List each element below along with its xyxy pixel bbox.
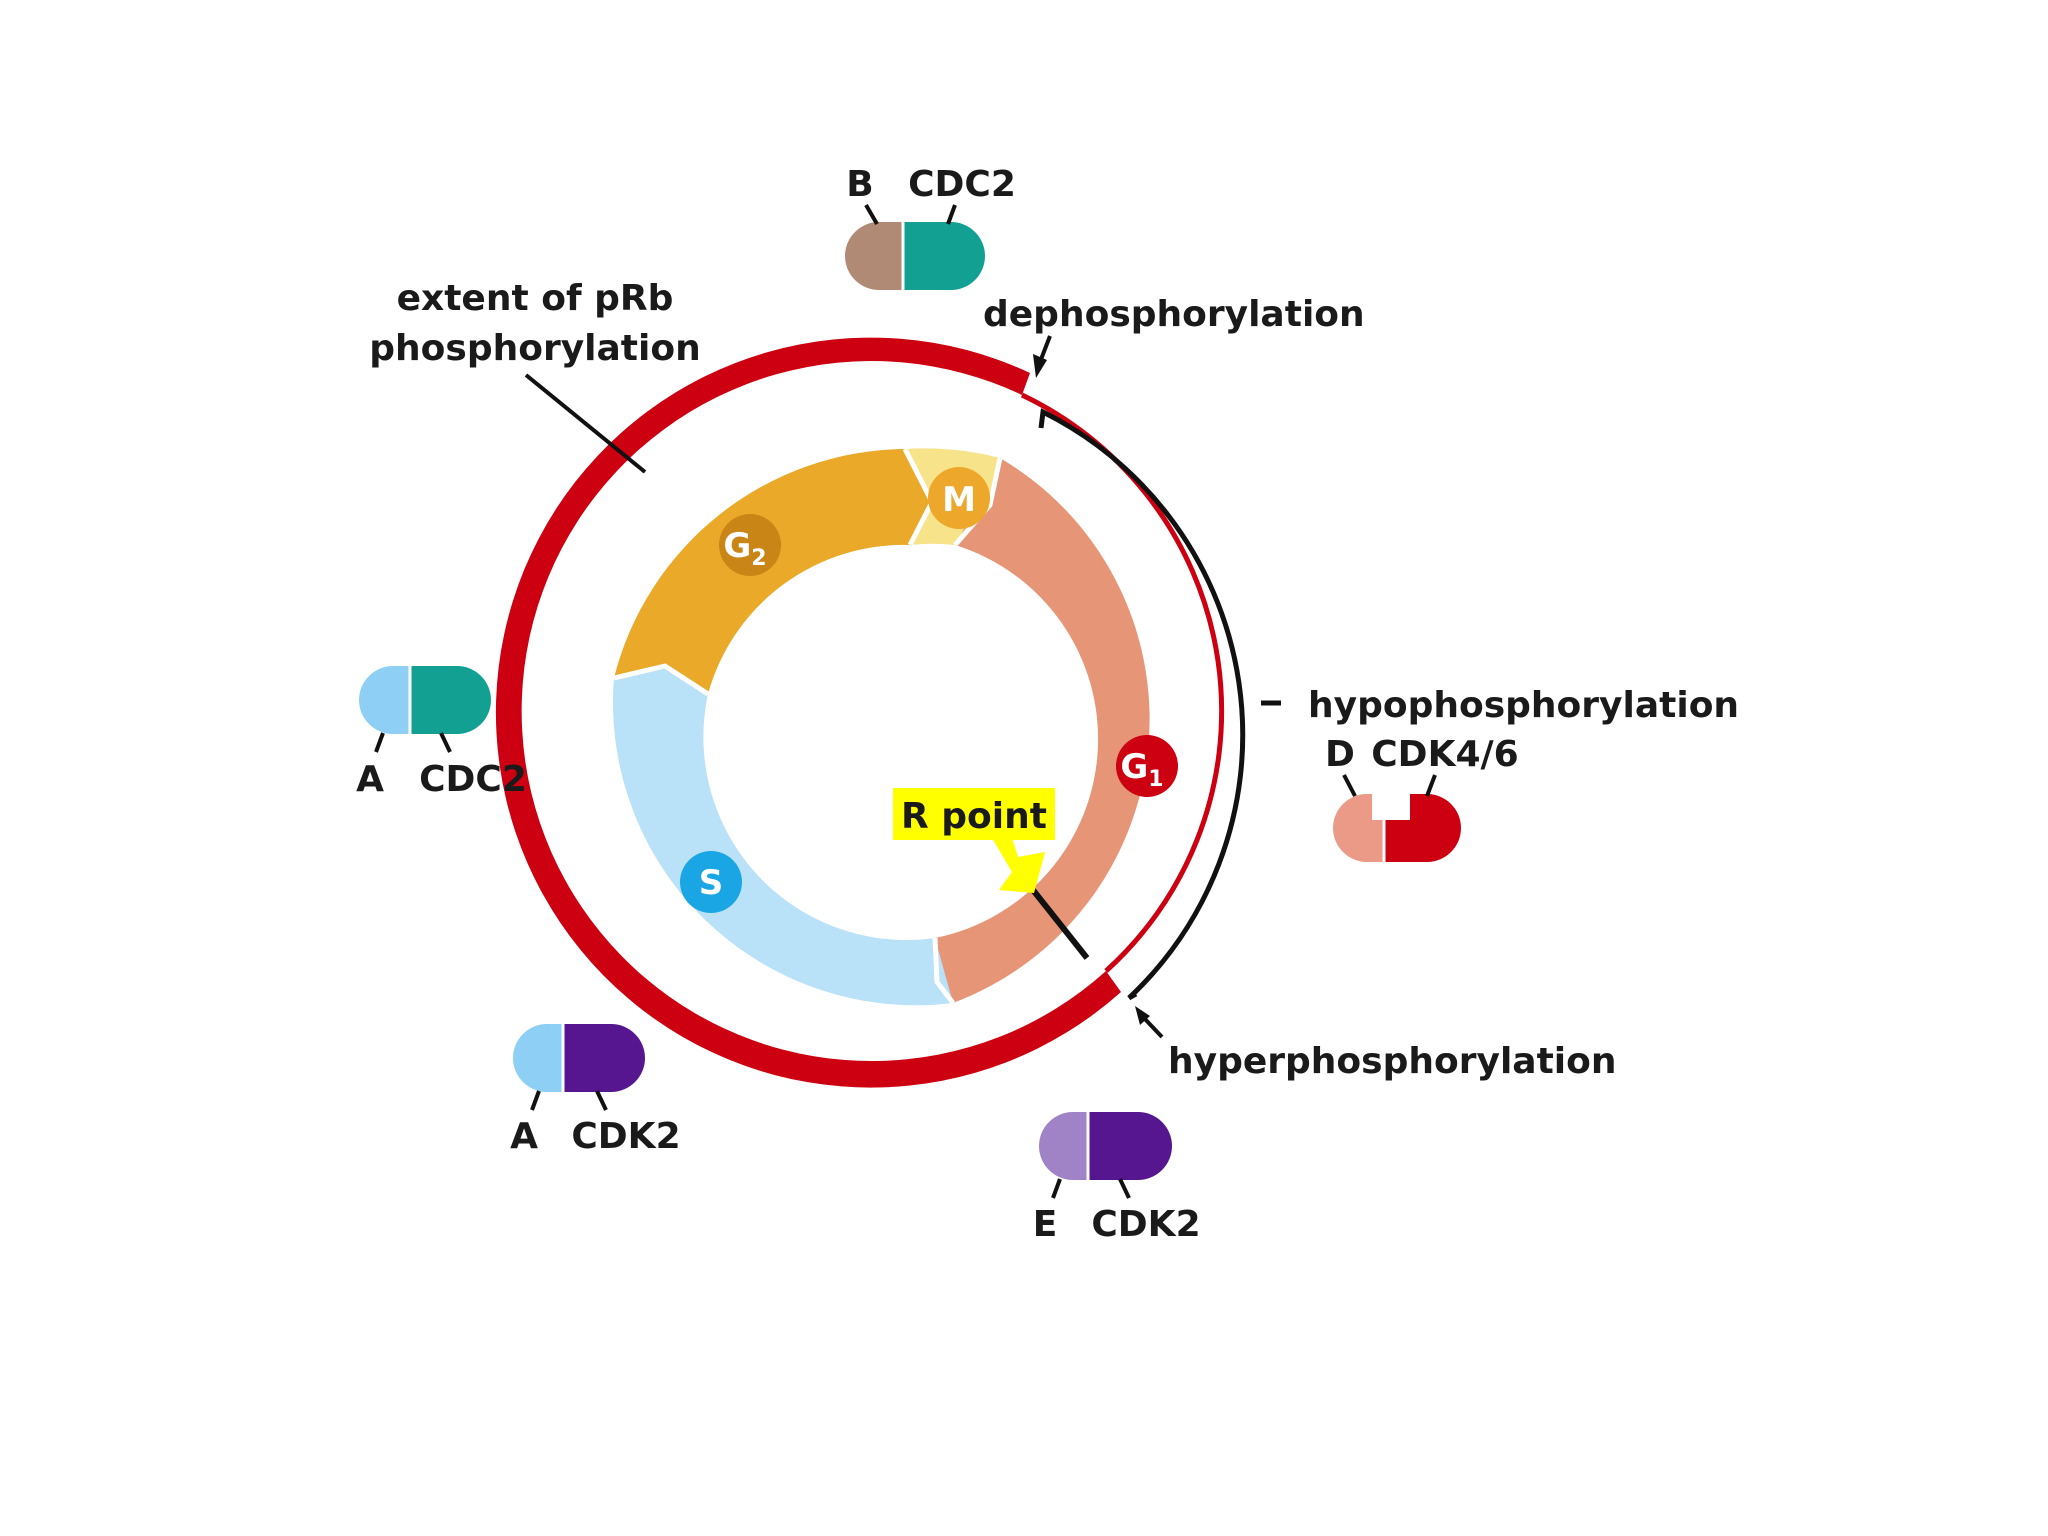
dephosphorylation-label: dephosphorylation [983,294,1365,335]
phase-m-badge [928,467,990,529]
cdk2-pointer [1118,1178,1131,1199]
cdc2-top-label: CDC2 [908,164,1016,205]
complex-d-cdk46: D CDK4/6 [1325,734,1519,862]
cyclin-e-pointer [1051,1178,1062,1199]
cyclin-a-bottom-label: A [510,1116,538,1157]
cyclin-e-label: E [1033,1204,1058,1245]
cdc2-half [903,222,985,290]
dephosphorylation-arrow-shaft [1038,335,1052,363]
complex-e-cdk2: E CDK2 [1033,1112,1201,1245]
phase-s-segment [613,666,953,1006]
cyclin-d-half [1333,794,1384,862]
cdk2-half [563,1024,645,1092]
phase-divider-s-g2 [613,663,710,697]
cyclin-a-half [513,1024,563,1092]
phase-g2-label: G2 [723,526,766,571]
r-point-arrow [992,838,1045,893]
cyclin-a-half [359,666,410,734]
phase-g1-label: G1 [1120,747,1163,792]
phase-g1-badge [1116,735,1178,797]
cyclin-b-pointer [864,203,879,226]
phase-g2-badge [719,514,781,576]
cdk46-half [1384,794,1461,862]
hyperphosphorylation-label: hyperphosphorylation [1168,1041,1617,1082]
dephosphorylation-arrow-head [1033,354,1047,378]
phase-g1-segment [935,458,1150,1003]
prb-phosphorylation-thick-arc [495,337,1122,1088]
extent-label-line1: extent of pRb [397,278,674,319]
complex-a-cdk2: A CDK2 [510,1024,681,1157]
phase-s-label: S [699,863,724,903]
r-point-marker-line [1030,888,1090,960]
cdc2-left-label: CDC2 [419,759,527,800]
extent-label-line2: phosphorylation [369,328,700,369]
hypophosphorylation-bracket [1038,408,1246,1001]
phase-divider-m-g1 [953,457,1003,547]
phase-g2-segment [614,449,932,694]
complex-a-cdc2: A CDC2 [356,666,527,800]
cyclin-a-pointer [530,1090,541,1111]
cyclin-a-label: A [356,759,384,800]
phase-divider-g1-s [932,937,955,1005]
hyperphosphorylation-arrow-head [1135,1006,1150,1025]
r-point-label: R point [901,796,1047,837]
cyclin-d-pointer [1342,774,1357,797]
cdk46-label: CDK4/6 [1371,734,1518,775]
phase-s-badge [680,851,742,913]
cyclin-a-pointer [374,732,385,753]
cdk46-pointer [1425,774,1437,797]
cdk2-half [1088,1112,1172,1180]
cyclin-d-label: D [1325,734,1355,775]
cyclin-e-half [1039,1112,1088,1180]
cdc2-half [410,666,491,734]
complex-b-cdc2: B CDC2 [845,164,1016,290]
extent-leader-line [524,373,647,474]
cdc2-pointer [946,204,957,225]
cdk2-bottom-label: CDK2 [1091,1204,1200,1245]
cyclin-b-label: B [846,164,873,205]
hypophosphorylation-label: hypophosphorylation [1308,685,1739,726]
r-point-box [893,788,1055,840]
cdk2-left-label: CDK2 [571,1116,680,1157]
cyclin-b-half [845,222,903,290]
cdk2-pointer [595,1090,608,1111]
hyperphosphorylation-arrow-shaft [1142,1016,1164,1039]
cdc2-pointer [439,732,452,753]
phase-m-label: M [942,480,976,520]
